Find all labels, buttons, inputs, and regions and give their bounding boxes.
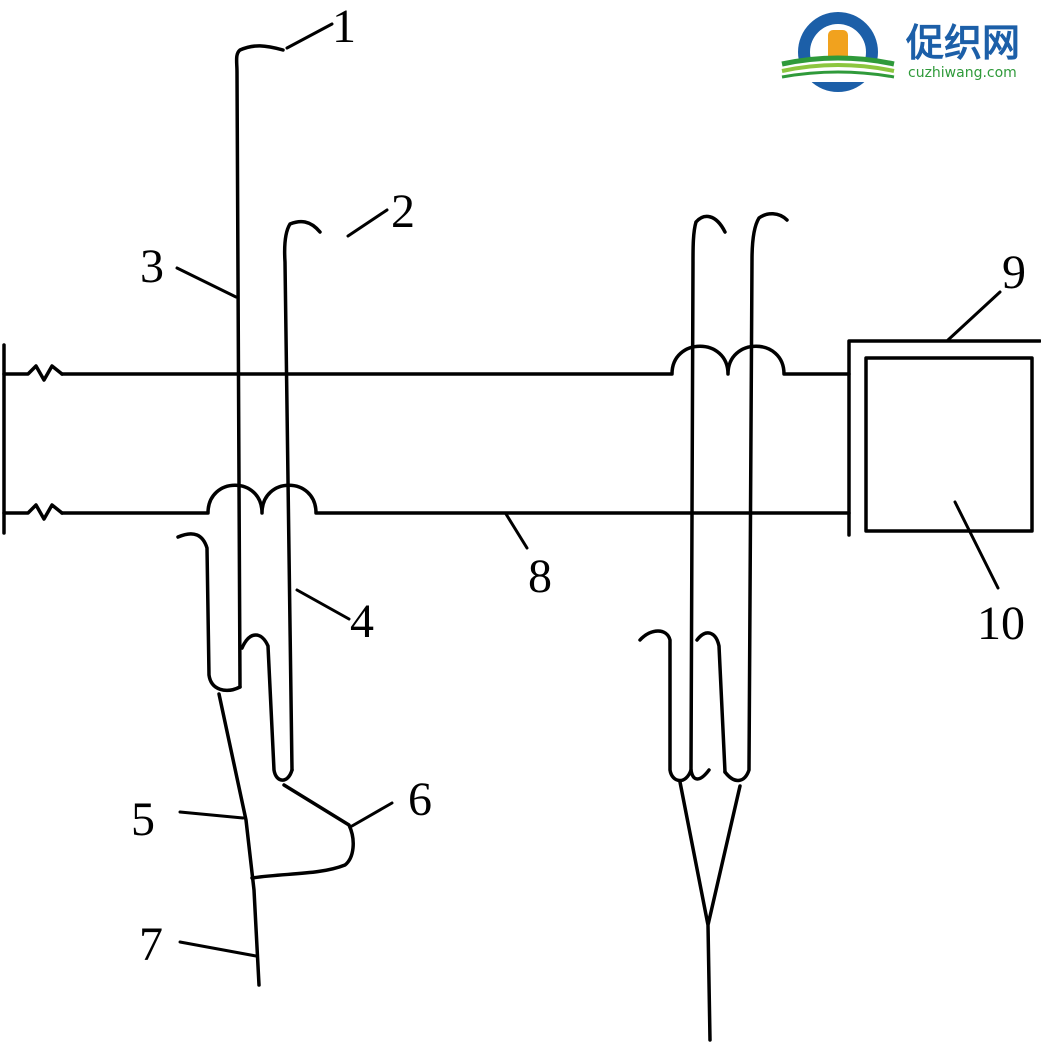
- zigzag-bottom: [2, 503, 64, 521]
- label-6: 6: [408, 773, 432, 826]
- site-logo: 促织网 cuzhiwang.com: [780, 12, 1020, 92]
- right-hook-b: [695, 631, 727, 774]
- yarn-1: [234, 44, 285, 689]
- label-4: 4: [350, 595, 374, 648]
- label-8: 8: [528, 550, 552, 603]
- leader-lines: [175, 22, 1002, 958]
- label-3: 3: [140, 240, 164, 293]
- wire-top: [60, 344, 851, 376]
- label-2: 2: [391, 185, 415, 238]
- yarn-2: [282, 219, 322, 772]
- right-hook-a: [638, 629, 693, 783]
- zigzag-top: [2, 364, 64, 382]
- logo-url: cuzhiwang.com: [908, 65, 1017, 81]
- label-7: 7: [139, 918, 163, 971]
- wire-bottom: [60, 483, 851, 515]
- hook-mid-lower: [240, 633, 294, 782]
- label-9: 9: [1002, 246, 1026, 299]
- logo-name: 促织网: [905, 21, 1020, 65]
- gear-icon: [780, 12, 898, 92]
- strand-5-7: [217, 692, 261, 987]
- right-guide-b: [723, 212, 789, 783]
- label-10: 10: [977, 597, 1025, 650]
- label-5: 5: [131, 793, 155, 846]
- right-guide-a: [689, 214, 727, 781]
- strand-6: [250, 783, 355, 880]
- right-merge: [678, 780, 742, 1042]
- box-10: [864, 356, 1034, 533]
- label-1: 1: [332, 0, 356, 53]
- hook-left-lower: [176, 532, 242, 692]
- frame-bracket: [847, 339, 1041, 537]
